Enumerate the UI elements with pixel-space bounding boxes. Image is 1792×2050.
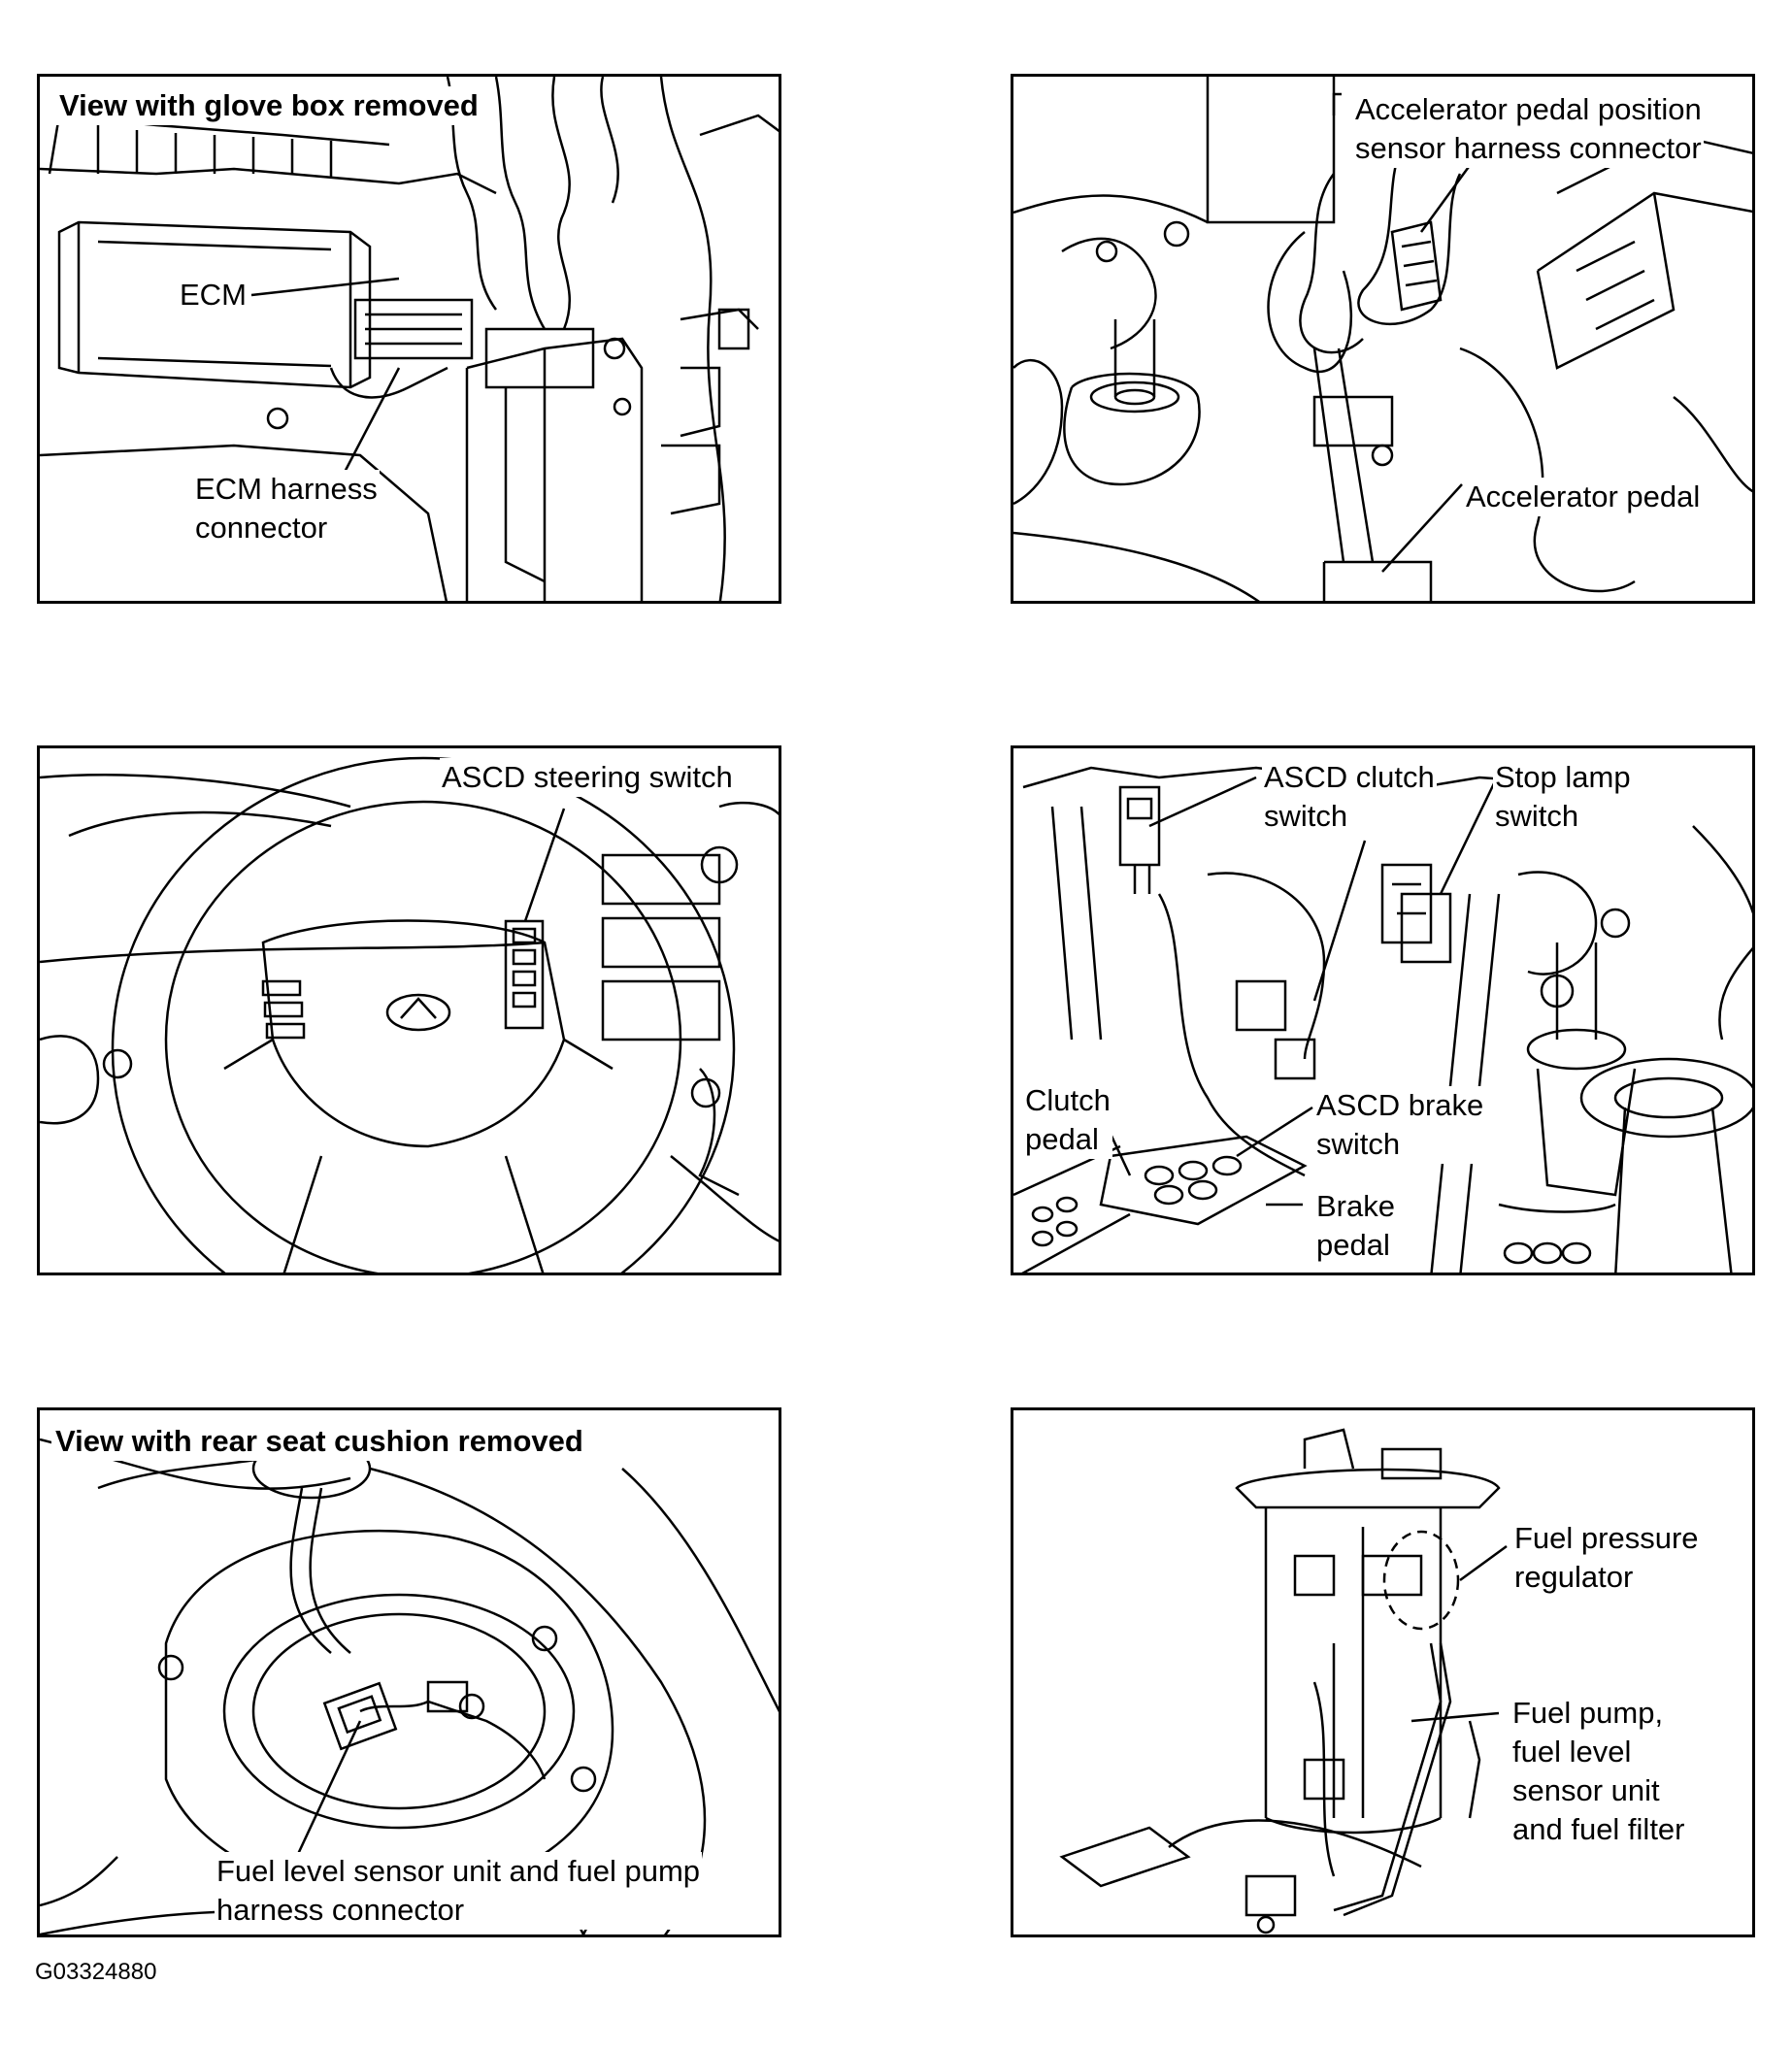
fuel-level-panel: View with rear seat cushion removed Fuel… [37,1407,781,1937]
ecm-harness-connector-label: ECM harness connector [193,470,380,547]
ascd-clutch-switch-label: ASCD clutch switch [1262,758,1437,836]
accelerator-panel: Accelerator pedal position sensor harnes… [1011,74,1755,604]
steering-wheel-illustration [40,748,781,1275]
clutch-pedal-label: Clutch pedal [1023,1081,1112,1159]
panel-heading: View with glove box removed [55,86,482,125]
ecm-label: ECM [178,276,249,314]
brake-pedal-label: Brake pedal [1314,1187,1397,1265]
accelerator-pedal-label: Accelerator pedal [1464,478,1703,516]
accelerator-pedal-position-sensor-label: Accelerator pedal position sensor harnes… [1353,90,1704,168]
steering-panel: ASCD steering switch [37,745,781,1275]
ascd-steering-switch-label: ASCD steering switch [440,758,735,797]
stop-lamp-switch-label: Stop lamp switch [1493,758,1633,836]
ecm-panel: View with glove box removed ECM ECM harn… [37,74,781,604]
pedals-panel: ASCD clutch switch Stop lamp switch Clut… [1011,745,1755,1275]
fuel-tank-access-illustration [40,1410,781,1937]
fuel-pressure-regulator-label: Fuel pressure regulator [1512,1519,1701,1597]
fuel-pump-panel: Fuel pressure regulator Fuel pump, fuel … [1011,1407,1755,1937]
ascd-brake-switch-label: ASCD brake switch [1314,1086,1486,1164]
fuel-pump-sensor-unit-label: Fuel pump, fuel level sensor unit and fu… [1510,1694,1687,1849]
fuel-pump-assembly-illustration [1013,1410,1755,1937]
figure-code: G03324880 [35,1959,157,1985]
panel-heading: View with rear seat cushion removed [51,1422,587,1461]
fuel-level-sensor-harness-connector-label: Fuel level sensor unit and fuel pump har… [215,1852,703,1930]
accelerator-pedal-illustration [1013,77,1755,604]
ecm-illustration [40,77,781,604]
